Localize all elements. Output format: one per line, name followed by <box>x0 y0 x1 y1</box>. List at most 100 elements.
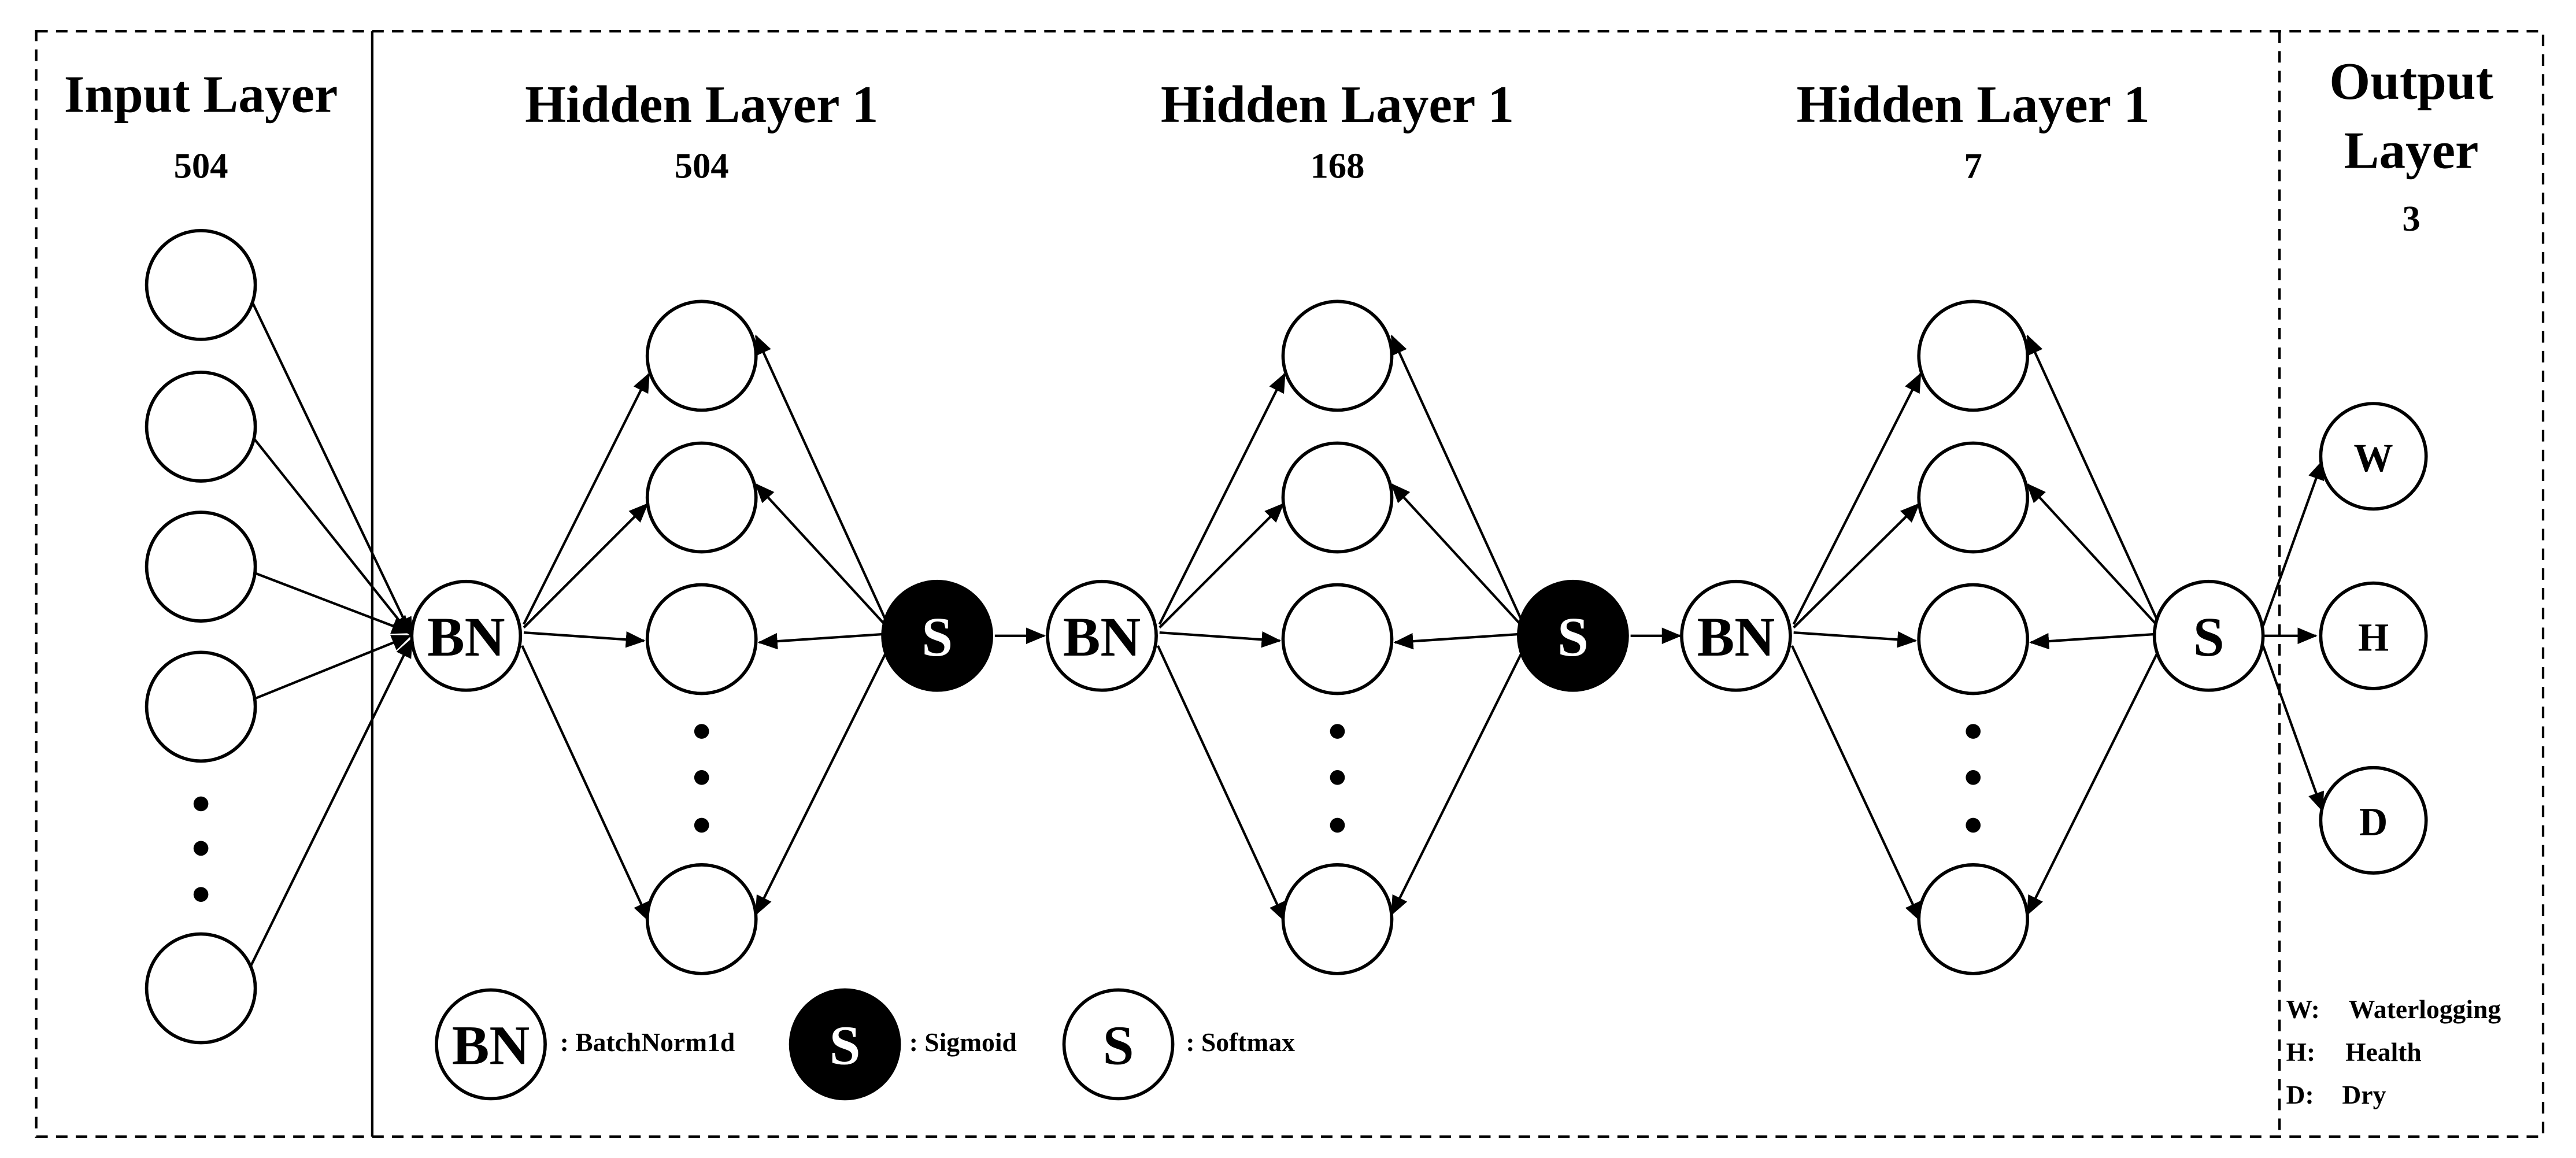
ellipsis-dot <box>1330 817 1345 833</box>
hidden-neuron <box>645 583 758 695</box>
hidden-neuron <box>1281 441 1394 554</box>
hidden-neuron <box>1281 583 1394 695</box>
bn-to-neuron-arrow <box>523 372 650 625</box>
input-connections <box>249 301 413 968</box>
s-to-neuron-arrow <box>2026 483 2159 627</box>
bn-to-neuron-arrow <box>1156 645 1286 923</box>
input-arrow <box>253 437 412 636</box>
hidden-neuron <box>1917 299 2030 412</box>
bn-to-neuron-arrow <box>1159 631 1282 648</box>
ellipsis-dot <box>193 841 209 856</box>
input-layer-title: Input Layer <box>64 65 338 124</box>
outer-frame <box>35 29 2545 1138</box>
legend-batchnorm-symbol-label: BN <box>452 1015 530 1076</box>
s-to-neuron-arrow <box>1390 648 1525 916</box>
hidden-block-2-arrows <box>1156 334 1682 923</box>
s-to-neuron-arrow <box>754 334 887 622</box>
ellipsis-dot <box>1966 817 1981 833</box>
batchnorm-node <box>410 579 523 692</box>
bn-to-neuron-arrow <box>1158 372 1286 625</box>
legend-batchnorm-symbol <box>435 988 547 1101</box>
input-neuron <box>145 371 257 483</box>
s-to-neuron-arrow <box>2026 334 2159 622</box>
softmax-node-label: S <box>2193 606 2225 668</box>
input-layer-count: 504 <box>174 146 228 186</box>
output-layer-title-line2: Layer <box>2344 121 2479 180</box>
legend-sigmoid-symbol <box>789 988 901 1101</box>
sigmoid-node-label: S <box>1557 606 1589 668</box>
input-neuron <box>145 229 257 341</box>
s-to-neuron-arrow <box>1393 632 1519 650</box>
ellipsis-dot <box>193 796 209 812</box>
softmax-to-output-arrow <box>2262 645 2325 812</box>
hidden-block-2: BN S <box>1046 299 1682 975</box>
legend-sigmoid-label: : Sigmoid <box>909 1027 1017 1057</box>
output-node-label: H <box>2358 615 2389 659</box>
input-arrow <box>254 572 412 634</box>
hidden-block-1-arrows <box>521 334 1046 923</box>
bn-to-neuron-arrow <box>523 631 646 648</box>
output-key-letter: W: <box>2286 994 2320 1024</box>
sigmoid-node <box>1517 579 1629 692</box>
s-to-neuron-arrow <box>757 632 883 650</box>
output-key-name: Waterlogging <box>2349 994 2501 1024</box>
input-arrow <box>249 637 413 968</box>
input-arrow <box>250 301 413 638</box>
hidden-neuron <box>645 299 758 412</box>
ellipsis-dot <box>193 887 209 902</box>
s-to-neuron-arrow <box>2029 632 2155 650</box>
hidden-neuron <box>1281 299 1394 412</box>
output-key-name: Dry <box>2342 1080 2386 1109</box>
ellipsis-dot <box>1966 724 1981 739</box>
output-key: W: Waterlogging H: Health D: Dry <box>2286 994 2501 1109</box>
hidden-layer-3-count: 7 <box>1964 146 1982 186</box>
s-to-neuron-arrow <box>754 648 889 916</box>
output-key-letter: D: <box>2286 1080 2314 1109</box>
hidden-block-3: BN S <box>1680 299 2265 975</box>
legend-softmax-symbol-label: S <box>1103 1015 1134 1076</box>
sigmoid-node-label: S <box>921 606 953 668</box>
bn-to-neuron-arrow <box>1790 645 1922 923</box>
hidden-layer-2-title: Hidden Layer 1 <box>1161 75 1514 134</box>
hidden-layer-1-count: 504 <box>675 146 729 186</box>
output-key-letter: H: <box>2286 1037 2316 1067</box>
ellipsis-dot <box>694 724 709 739</box>
layer-headings: Input Layer 504 Hidden Layer 1 504 Hidde… <box>64 52 2493 239</box>
legend-softmax-symbol <box>1062 988 1175 1101</box>
output-node-waterlogging <box>2319 402 2428 511</box>
output-node-health <box>2319 581 2428 690</box>
hidden-block-1: BN S <box>410 299 1046 975</box>
legend-batchnorm-label: : BatchNorm1d <box>560 1027 735 1057</box>
s-to-neuron-arrow <box>1390 334 1523 622</box>
s-to-neuron-arrow <box>2026 648 2161 916</box>
ellipsis-dot <box>1330 724 1345 739</box>
bn-to-neuron-arrow <box>523 502 649 629</box>
input-neuron <box>145 932 257 1045</box>
ellipsis-dot <box>694 770 709 785</box>
legend: BN : BatchNorm1d S : Sigmoid S : Softmax <box>435 988 1295 1101</box>
bn-to-neuron-arrow <box>1159 502 1285 629</box>
output-node-dry <box>2319 765 2428 875</box>
bn-to-neuron-arrow <box>1793 502 1920 629</box>
bn-to-neuron-arrow <box>1792 372 1922 625</box>
input-arrow <box>254 634 412 700</box>
hidden-block-3-arrows <box>1790 334 2161 923</box>
hidden-layer-3-title: Hidden Layer 1 <box>1797 75 2150 134</box>
sigmoid-node <box>881 579 994 692</box>
s-to-neuron-arrow <box>1390 483 1523 627</box>
softmax-to-output-arrow <box>2262 460 2325 627</box>
softmax-node <box>2152 579 2265 692</box>
s-to-neuron-arrow <box>754 483 887 627</box>
output-layer-title-line1: Output <box>2329 52 2493 110</box>
input-neurons <box>145 229 257 1045</box>
input-neuron <box>145 510 257 623</box>
hidden-layer-2-count: 168 <box>1310 146 1364 186</box>
bn-to-neuron-arrow <box>521 645 650 923</box>
hidden-neuron <box>645 441 758 554</box>
output-node-label: D <box>2359 800 2388 844</box>
hidden-neuron <box>645 863 758 975</box>
batchnorm-node <box>1046 579 1158 692</box>
batchnorm-node <box>1680 579 1792 692</box>
hidden-neuron <box>1917 863 2030 975</box>
